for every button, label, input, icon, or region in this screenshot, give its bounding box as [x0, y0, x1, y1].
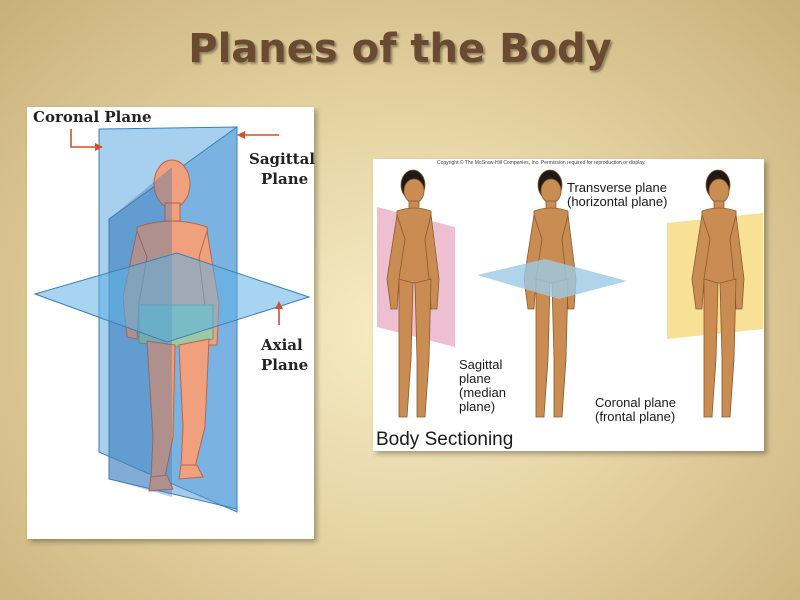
figure-sagittal	[387, 170, 439, 417]
transverse-plane-label-line1: Transverse plane	[567, 181, 667, 195]
transverse-plane-label-line2: (horizontal plane)	[567, 195, 667, 209]
figure-coronal	[692, 170, 744, 417]
sagittal-plane-label-line2: plane	[459, 372, 491, 386]
body-planes-illustration: Coronal Plane Sagittal Plane Axial Plane	[27, 107, 314, 539]
body-sectioning-caption: Body Sectioning	[376, 430, 513, 450]
transverse-plane-blue	[477, 259, 627, 299]
coronal-plane-label: Coronal Plane	[33, 107, 152, 127]
coronal-plane-label-line1: Coronal plane	[595, 396, 676, 410]
sagittal-plane-label-line1: Sagittal	[249, 149, 315, 169]
axial-plane-label-line1: Axial	[261, 335, 303, 355]
sagittal-plane-label-line1: Sagittal	[459, 358, 502, 372]
coronal-plane-label-line2: (frontal plane)	[595, 410, 675, 424]
body-sectioning-illustration: Copyright © The McGraw-Hill Companies, I…	[373, 159, 764, 451]
sagittal-plane-label-line3: (median	[459, 386, 506, 400]
sagittal-plane-label-line2: Plane	[261, 169, 308, 189]
sagittal-plane-label-line4: plane)	[459, 400, 495, 414]
axial-plane	[35, 253, 309, 342]
slide-title: Planes of the Body	[0, 26, 800, 72]
axial-plane-label-line2: Plane	[261, 355, 308, 375]
